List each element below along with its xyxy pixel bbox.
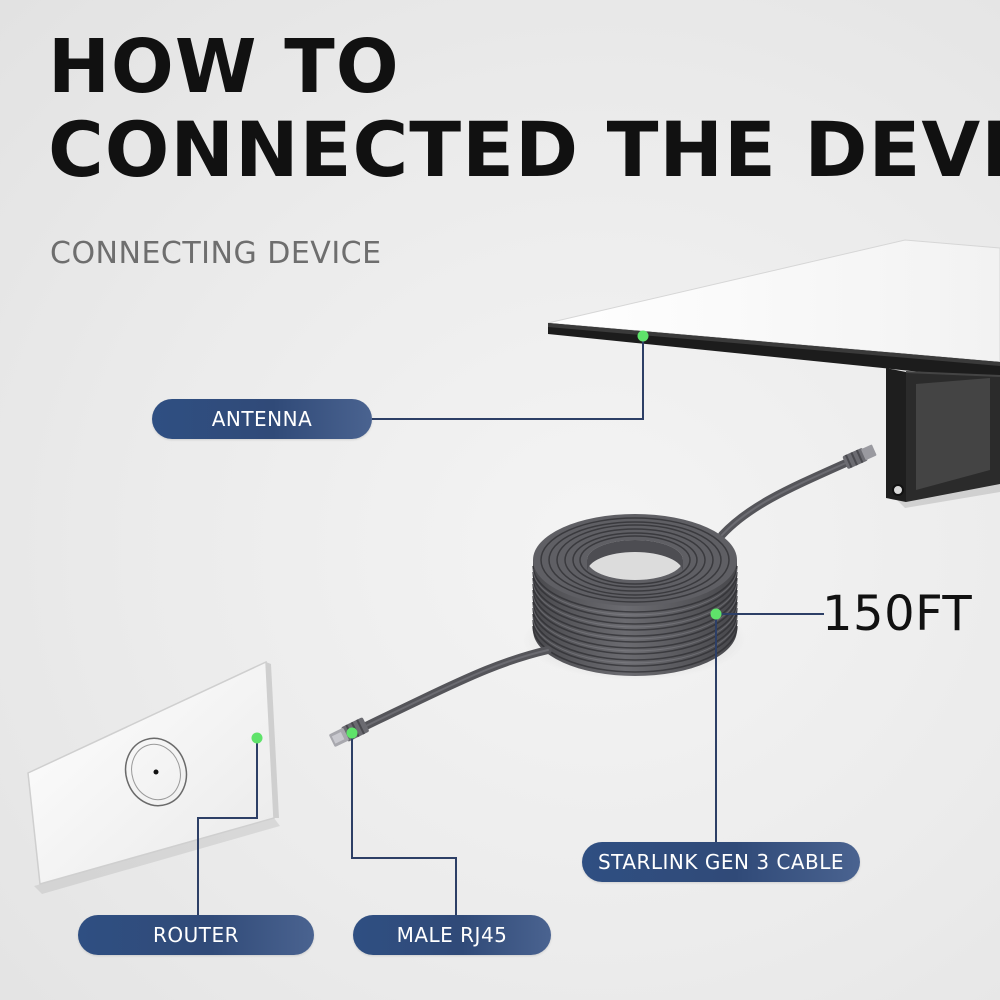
router-marker-dot — [251, 732, 263, 744]
cable-length-label: 150FT — [822, 586, 973, 642]
page-title-line-2: CONNECTED THE DEVICE — [48, 105, 1000, 194]
starlink-cable-label: STARLINK GEN 3 CABLE — [582, 842, 860, 882]
router-label: ROUTER — [78, 915, 314, 955]
page-title-line-1: HOW TO — [48, 24, 400, 110]
callout-lines — [197, 336, 824, 915]
antenna-marker-dot — [637, 330, 649, 342]
router-callout-line — [197, 738, 258, 915]
antenna-dish-icon — [547, 239, 1000, 508]
router-icon — [27, 660, 280, 894]
cable-to-connector — [358, 646, 552, 732]
antenna-label: ANTENNA — [152, 399, 372, 439]
rj45-callout-line — [351, 733, 457, 915]
antenna-callout-line — [372, 336, 644, 420]
connector-marker-dot — [346, 727, 358, 739]
section-subtitle: CONNECTING DEVICE — [50, 236, 382, 271]
cable-marker-dot — [710, 608, 722, 620]
marker-dots — [251, 330, 722, 744]
male-rj45-label: MALE RJ45 — [353, 915, 551, 955]
coiled-cable-icon — [523, 514, 747, 680]
cable-to-antenna — [718, 444, 877, 539]
